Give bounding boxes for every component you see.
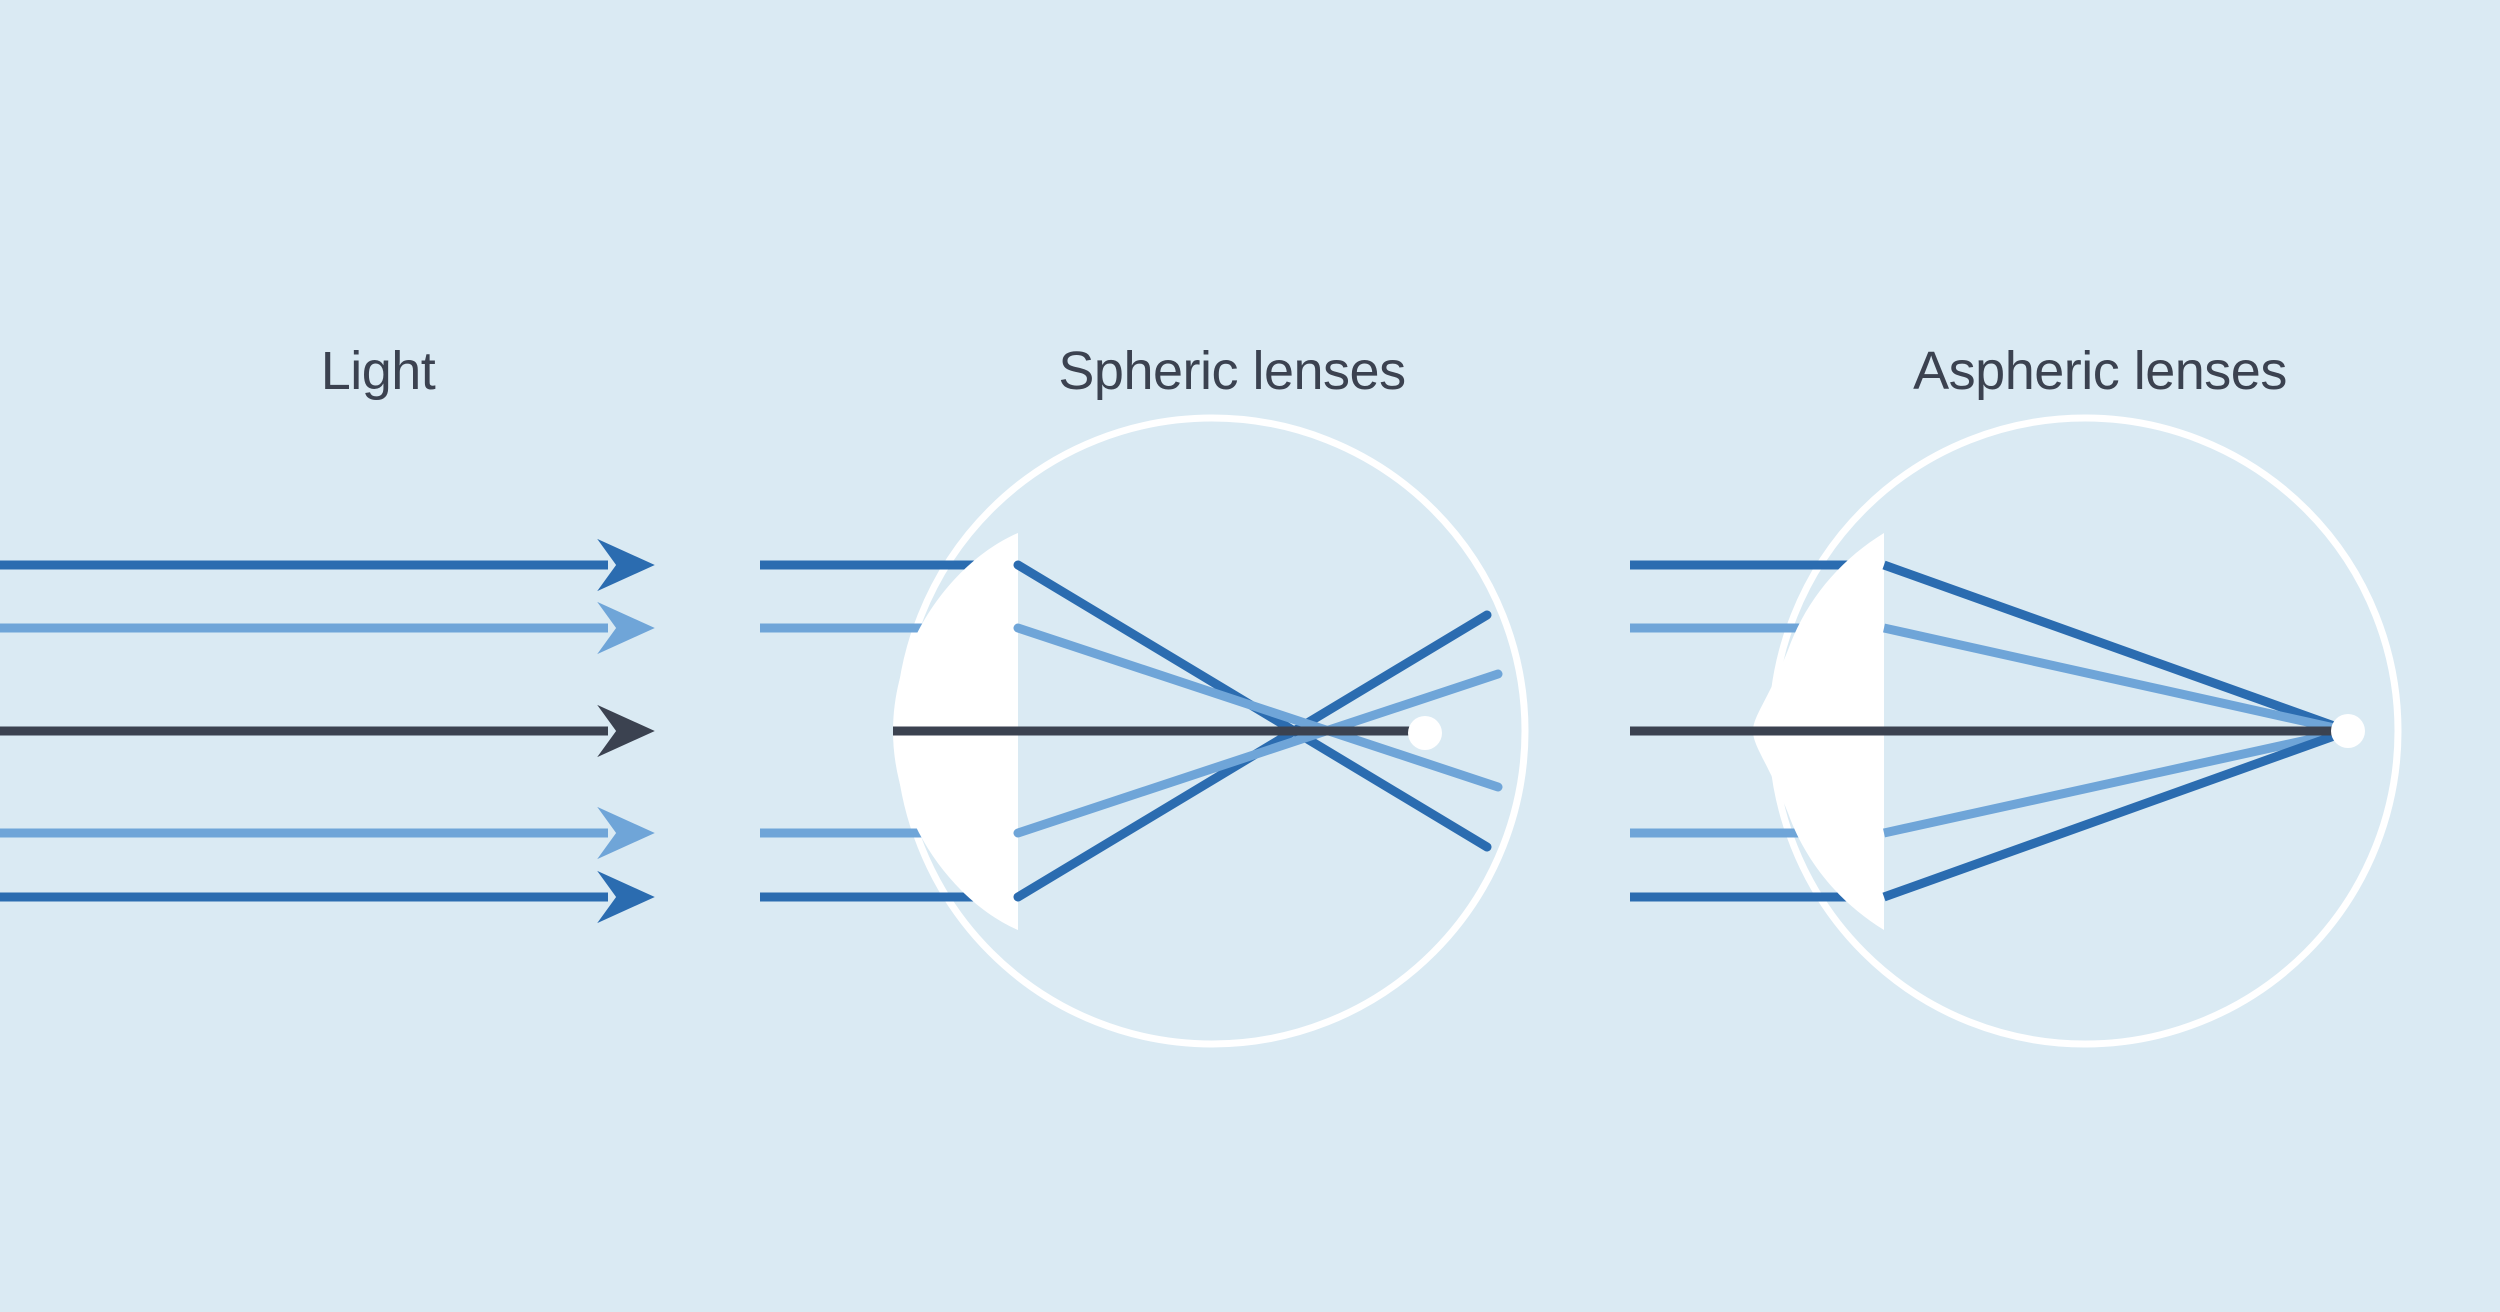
aspheric-out-ray-1 — [1882, 560, 2350, 736]
spheric-out-ray-2 — [1013, 623, 1503, 792]
light-panel — [0, 538, 655, 924]
aspheric-out-ray-2 — [1883, 623, 2349, 736]
aspheric-refracted-rays — [1882, 560, 2350, 902]
spheric-refracted-rays — [1013, 560, 1503, 902]
panel-title-spheric: Spheric lenses — [1058, 341, 1406, 401]
spheric-out-ray-4 — [1013, 669, 1503, 838]
spheric-focal-point — [1408, 716, 1442, 750]
aspheric-out-ray-4 — [1883, 726, 2349, 838]
aspheric-panel — [1630, 414, 2402, 1048]
panel-title-aspheric: Aspheric lenses — [1913, 341, 2287, 401]
aspheric-out-ray-5 — [1882, 726, 2350, 902]
spheric-panel — [760, 414, 1529, 1048]
aspheric-focal-point — [2331, 714, 2365, 748]
panel-title-light: Light — [320, 341, 436, 401]
